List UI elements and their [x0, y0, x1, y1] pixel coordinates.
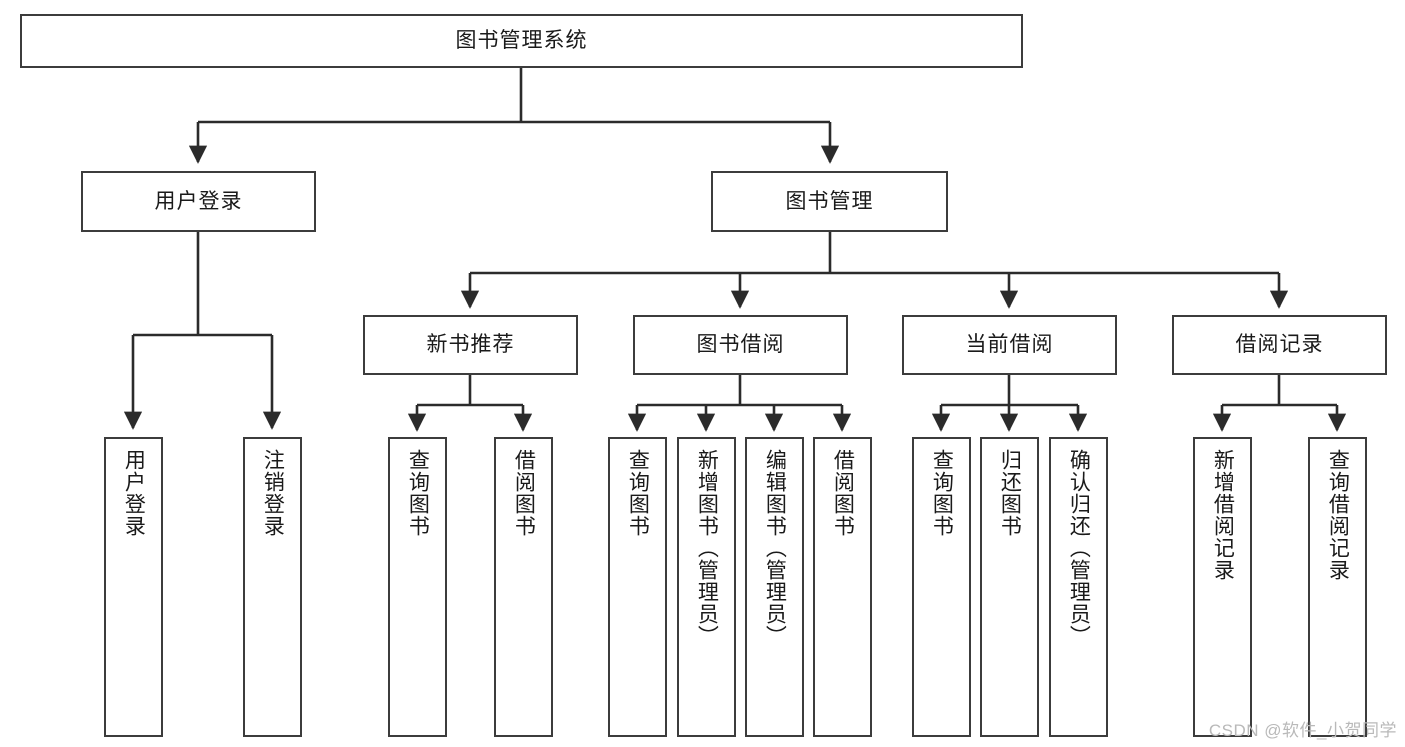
- node-leaf-confirm-return-admin[interactable]: 确认归还（管理员）: [1049, 437, 1108, 737]
- node-root[interactable]: 图书管理系统: [20, 14, 1023, 68]
- node-book-borrow-label: 图书借阅: [696, 333, 785, 357]
- node-book-management[interactable]: 图书管理: [711, 171, 948, 232]
- node-leaf-current-query-book-label: 查询图书: [930, 449, 954, 537]
- node-leaf-return-book[interactable]: 归还图书: [980, 437, 1039, 737]
- csdn-watermark: CSDN @软件_小贺同学: [1208, 721, 1397, 740]
- node-user-login[interactable]: 用户登录: [81, 171, 316, 232]
- node-leaf-borrow-book-label: 借阅图书: [831, 449, 855, 537]
- node-leaf-new-borrow-book[interactable]: 借阅图书: [494, 437, 553, 737]
- node-leaf-user-login-label: 用户登录: [122, 449, 146, 537]
- node-borrow-records[interactable]: 借阅记录: [1172, 315, 1387, 375]
- node-leaf-new-borrow-book-label: 借阅图书: [512, 449, 536, 537]
- node-current-borrow-label: 当前借阅: [965, 333, 1054, 357]
- node-new-book-recommend-label: 新书推荐: [426, 333, 515, 357]
- node-current-borrow[interactable]: 当前借阅: [902, 315, 1117, 375]
- node-leaf-edit-book-admin-label: 编辑图书（管理员）: [763, 449, 787, 647]
- node-leaf-return-book-label: 归还图书: [998, 449, 1022, 537]
- node-leaf-edit-book-admin[interactable]: 编辑图书（管理员）: [745, 437, 804, 737]
- node-leaf-confirm-return-admin-label: 确认归还（管理员）: [1067, 449, 1091, 647]
- node-leaf-query-borrow-record-label: 查询借阅记录: [1326, 449, 1350, 581]
- node-leaf-add-borrow-record[interactable]: 新增借阅记录: [1193, 437, 1252, 737]
- node-user-login-label: 用户登录: [154, 189, 243, 213]
- node-book-borrow[interactable]: 图书借阅: [633, 315, 848, 375]
- node-leaf-add-book-admin-label: 新增图书（管理员）: [695, 449, 719, 647]
- node-root-label: 图书管理系统: [455, 29, 588, 53]
- node-leaf-user-login[interactable]: 用户登录: [104, 437, 163, 737]
- node-leaf-new-query-book[interactable]: 查询图书: [388, 437, 447, 737]
- node-leaf-current-query-book[interactable]: 查询图书: [912, 437, 971, 737]
- node-new-book-recommend[interactable]: 新书推荐: [363, 315, 578, 375]
- node-leaf-logout-label: 注销登录: [261, 449, 285, 537]
- node-leaf-borrow-book[interactable]: 借阅图书: [813, 437, 872, 737]
- node-book-management-label: 图书管理: [785, 189, 874, 213]
- node-borrow-records-label: 借阅记录: [1235, 333, 1324, 357]
- node-leaf-query-borrow-record[interactable]: 查询借阅记录: [1308, 437, 1367, 737]
- node-leaf-borrow-query-book-label: 查询图书: [626, 449, 650, 537]
- node-leaf-borrow-query-book[interactable]: 查询图书: [608, 437, 667, 737]
- node-leaf-add-book-admin[interactable]: 新增图书（管理员）: [677, 437, 736, 737]
- node-leaf-new-query-book-label: 查询图书: [406, 449, 430, 537]
- node-leaf-logout[interactable]: 注销登录: [243, 437, 302, 737]
- node-leaf-add-borrow-record-label: 新增借阅记录: [1211, 449, 1235, 581]
